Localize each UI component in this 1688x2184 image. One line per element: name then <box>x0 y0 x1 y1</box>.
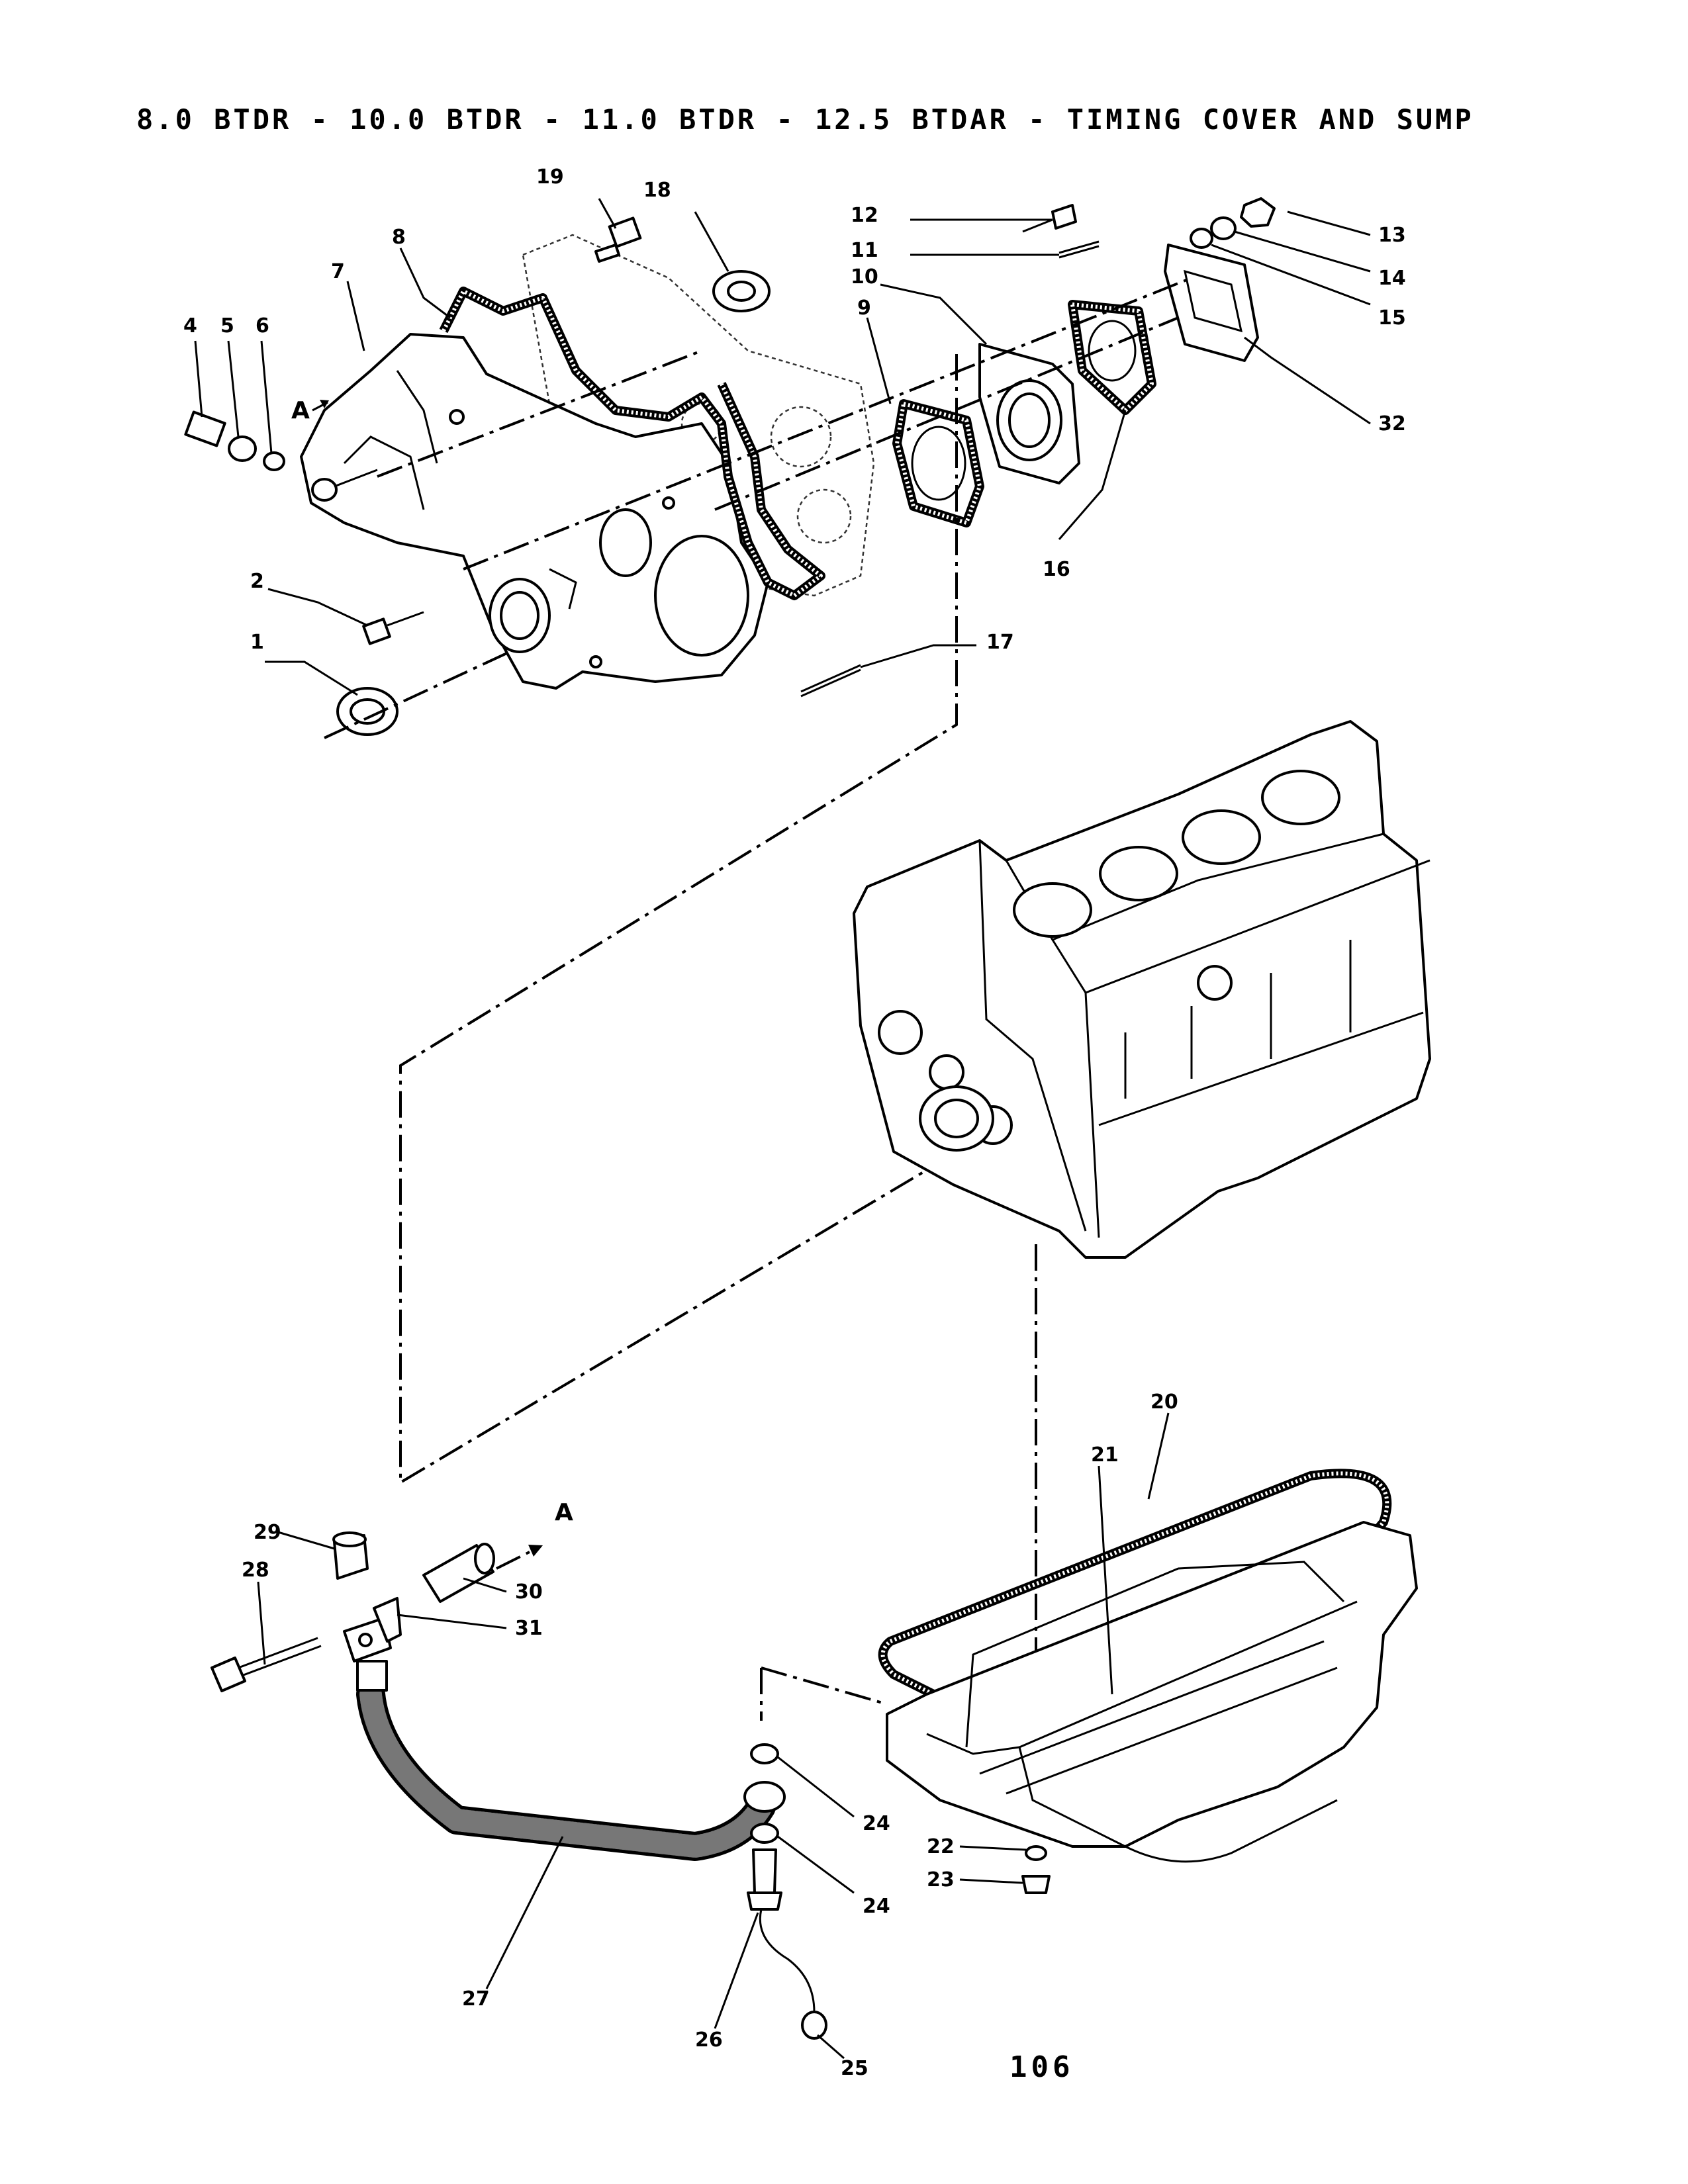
callout-16: 16 <box>1043 558 1070 581</box>
callout-17: 17 <box>986 631 1014 654</box>
callout-9: 9 <box>857 296 871 320</box>
flange-gasket-16 <box>1068 300 1156 415</box>
callout-32: 32 <box>1378 412 1406 435</box>
washer-24-lower <box>750 1823 779 1844</box>
bolt-12 <box>1022 204 1077 233</box>
callout-28: 28 <box>242 1559 269 1582</box>
callout-18: 18 <box>643 179 671 202</box>
bracket-31 <box>343 1597 402 1662</box>
washer-14 <box>1210 216 1237 240</box>
callout-24-upper: 24 <box>863 1812 890 1835</box>
callout-1: 1 <box>250 631 264 654</box>
washer-5 <box>228 435 257 462</box>
callout-26: 26 <box>695 2028 723 2052</box>
callout-leaders <box>194 198 1371 2060</box>
stud-17 <box>800 664 861 698</box>
callout-22: 22 <box>927 1835 955 1858</box>
sump-21 <box>886 1521 1418 1863</box>
callout-15: 15 <box>1378 306 1406 330</box>
washer-15 <box>1190 228 1213 249</box>
callout-8: 8 <box>392 226 406 249</box>
bolt-28 <box>211 1637 322 1692</box>
crankshaft-centerline <box>324 651 510 739</box>
callout-5: 5 <box>220 314 234 338</box>
cap-29 <box>332 1531 369 1580</box>
washer-22 <box>1025 1845 1047 1861</box>
callout-29: 29 <box>254 1521 281 1544</box>
callout-19: 19 <box>536 165 564 189</box>
timing-cover <box>300 333 769 690</box>
view-marker-a-top: A <box>291 397 329 424</box>
page-title: 8.0 BTDR - 10.0 BTDR - 11.0 BTDR - 12.5 … <box>136 103 1474 136</box>
nut-13 <box>1240 197 1276 228</box>
sleeve-30 <box>422 1543 495 1603</box>
bolt-through-cover <box>311 469 378 502</box>
callout-labels: 1 2 4 5 6 7 8 9 10 11 12 13 14 15 16 17 … <box>183 165 1406 2080</box>
seal-18 <box>712 270 771 312</box>
callout-4: 4 <box>183 314 197 338</box>
stud-11 <box>1058 240 1100 259</box>
svg-text:A: A <box>555 1499 573 1526</box>
plug-4 <box>184 410 226 447</box>
callout-23: 23 <box>927 1868 955 1891</box>
callout-13: 13 <box>1378 224 1406 247</box>
housing-gasket-9 <box>892 399 984 527</box>
view-marker-a-bottom: A <box>496 1499 573 1570</box>
callout-2: 2 <box>250 570 264 593</box>
page-number: 106 <box>1009 2050 1074 2084</box>
bolt-19 <box>594 216 642 263</box>
switch-26 <box>747 1848 782 1911</box>
housing-10 <box>978 343 1080 484</box>
callout-21: 21 <box>1091 1443 1119 1467</box>
hose-27 <box>356 1680 776 1861</box>
hose-end-fittings <box>356 1660 786 1813</box>
cover-plate-32 <box>1164 244 1259 362</box>
wire-25 <box>759 1909 827 2040</box>
callout-20: 20 <box>1150 1390 1178 1414</box>
callout-30: 30 <box>515 1580 543 1604</box>
callout-11: 11 <box>851 239 878 262</box>
callout-25: 25 <box>841 2057 868 2080</box>
timing-cover-gasket <box>439 287 825 600</box>
callout-12: 12 <box>851 204 878 227</box>
drain-plug-23 <box>1021 1875 1051 1894</box>
callout-6: 6 <box>256 314 269 338</box>
oil-seal-1 <box>336 687 399 736</box>
callout-10: 10 <box>851 265 878 289</box>
bush-6 <box>263 451 285 471</box>
callout-14: 14 <box>1378 267 1406 290</box>
svg-text:A: A <box>291 397 310 424</box>
callout-7: 7 <box>331 260 345 283</box>
bolt-2 <box>362 611 424 645</box>
cylinder-block <box>853 720 1431 1259</box>
callout-24-lower: 24 <box>863 1895 890 1918</box>
washer-24-upper <box>750 1743 779 1764</box>
callout-31: 31 <box>515 1617 543 1640</box>
callout-27: 27 <box>462 1987 490 2011</box>
